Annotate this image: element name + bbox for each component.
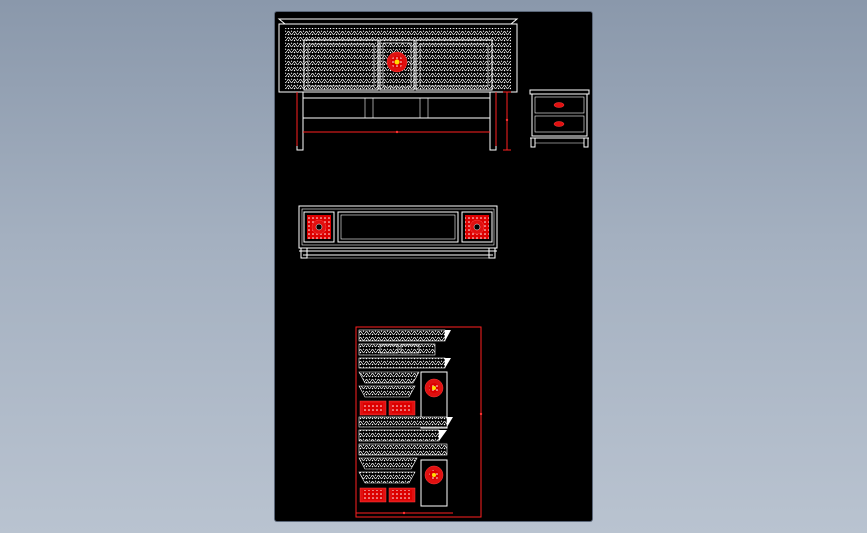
- drawer-upper: [534, 96, 585, 114]
- cad-canvas: [277, 18, 590, 518]
- carving-strip-2: [358, 343, 436, 356]
- side-end-right: [461, 211, 493, 243]
- carving-strip-1: [358, 329, 446, 342]
- headboard-frame: [278, 23, 518, 93]
- left-panel: [303, 39, 379, 91]
- carving-strip-3: [358, 357, 446, 369]
- nightstand-elevation: [529, 89, 590, 148]
- drawer-lower: [534, 115, 585, 133]
- side-center-panel: [337, 211, 459, 243]
- nightstand-top: [529, 89, 590, 95]
- medallion-box-2: [420, 459, 448, 507]
- nightstand-body: [531, 93, 588, 137]
- drawing-sheet[interactable]: [275, 12, 592, 521]
- drawer-pull-upper: [553, 102, 565, 108]
- side-end-left: [303, 211, 335, 243]
- right-post: [489, 91, 497, 151]
- bed-side-elevation: [298, 205, 498, 259]
- center-panel: [379, 39, 415, 91]
- headboard-crown: [277, 18, 519, 25]
- right-panel: [415, 39, 493, 91]
- left-post: [296, 91, 304, 151]
- drawer-pull-lower: [553, 121, 565, 127]
- carving-detail-sheet: [355, 326, 483, 518]
- medallion-box-1: [420, 371, 448, 429]
- side-rail-frame: [298, 205, 498, 249]
- bed-front-elevation: [277, 18, 519, 151]
